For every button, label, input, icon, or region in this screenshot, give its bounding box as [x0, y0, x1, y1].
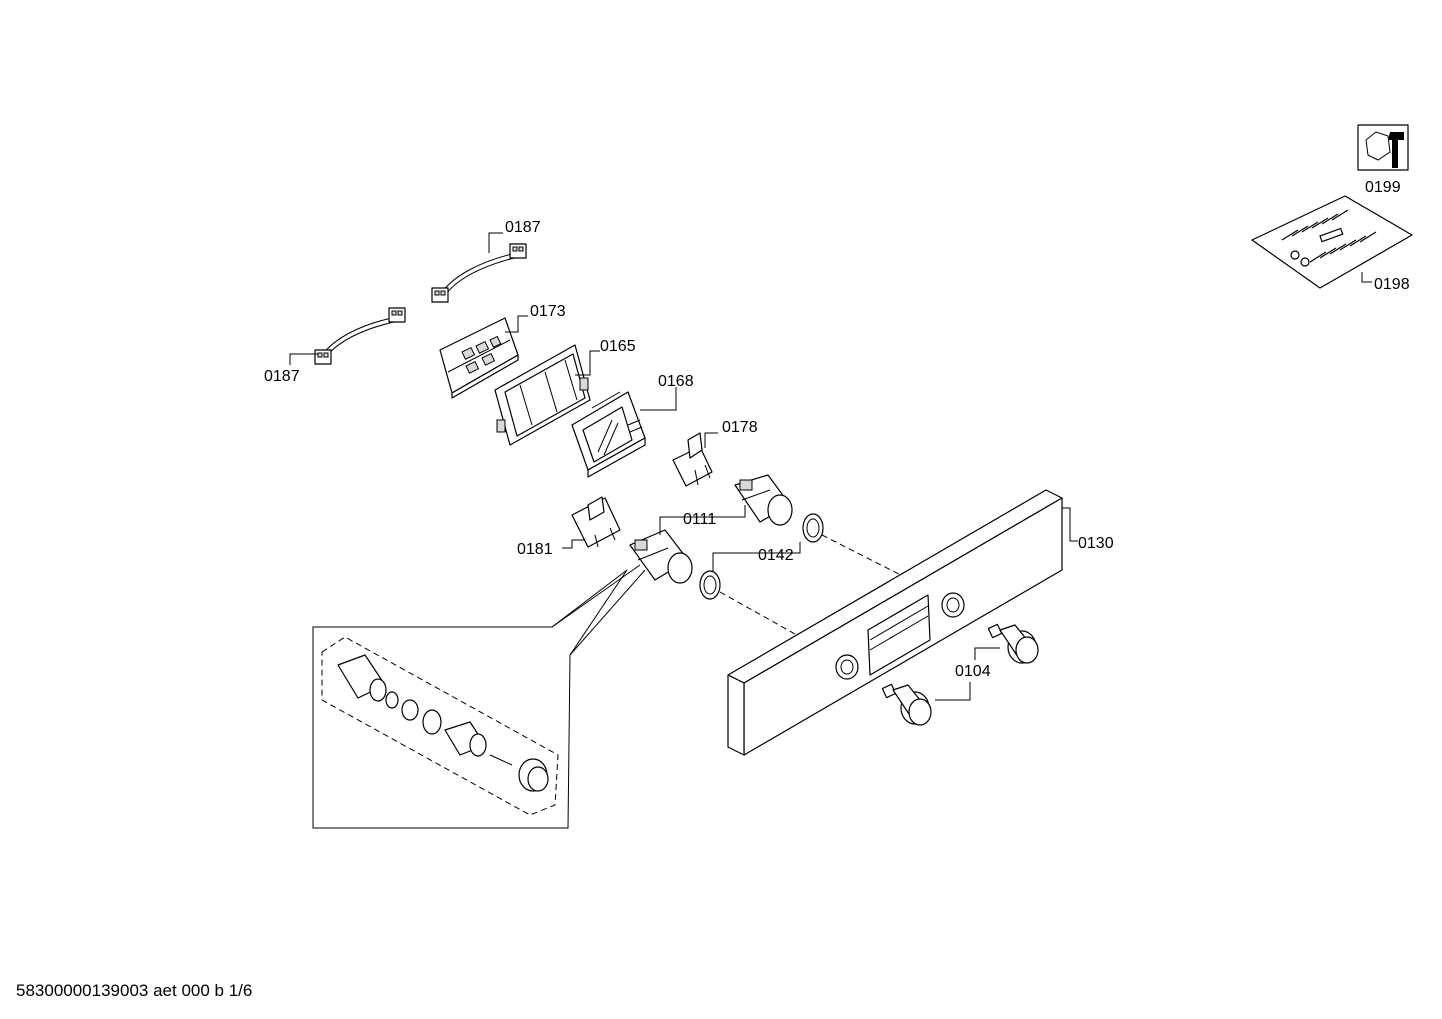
selector-switch-upper[interactable]	[734, 474, 793, 526]
leader-0168	[640, 387, 677, 411]
leader-0165	[575, 350, 600, 376]
leader-0104-lower	[935, 682, 971, 701]
bezel-ring-upper[interactable]	[802, 513, 824, 543]
screw-kit-bag[interactable]	[1251, 195, 1413, 289]
wire-harness-upper[interactable]	[431, 243, 527, 303]
control-board[interactable]	[439, 317, 519, 399]
axis-line-lower	[719, 591, 846, 663]
mounting-frame[interactable]	[494, 344, 591, 446]
leader-0181	[562, 539, 585, 549]
control-panel-fascia[interactable]	[727, 489, 1063, 756]
callout-0198: 0198	[1374, 276, 1410, 293]
leader-0173	[505, 315, 528, 333]
callout-0104: 0104	[955, 663, 991, 680]
leader-0187-upper	[488, 232, 503, 253]
wire-harness-lower[interactable]	[314, 307, 406, 365]
switch-detail-inset	[312, 564, 646, 829]
leader-0187-lower	[289, 353, 318, 365]
display-module[interactable]	[571, 391, 646, 478]
callout-0178: 0178	[722, 419, 758, 436]
axis-line-upper	[821, 534, 951, 601]
leader-0111	[659, 505, 746, 535]
control-knob-right[interactable]	[987, 623, 1039, 664]
document-footer-code: 58300000139003 aet 000 b 1/6	[16, 981, 253, 1000]
callout-0111: 0111	[683, 511, 716, 528]
selector-switch-lower[interactable]	[629, 529, 693, 584]
callout-0168: 0168	[658, 373, 694, 390]
leader-0104-upper	[974, 647, 1000, 660]
leader-0142	[712, 542, 801, 572]
leader-0130	[1062, 507, 1078, 542]
callout-0173: 0173	[530, 303, 566, 320]
callout-0142: 0142	[758, 547, 794, 564]
callout-0187-lower: 0187	[264, 368, 300, 385]
leader-0198	[1361, 272, 1372, 283]
switch-bracket-lower[interactable]	[571, 496, 621, 548]
callout-0165: 0165	[600, 338, 636, 355]
bezel-ring-lower[interactable]	[699, 570, 721, 600]
callout-0181: 0181	[517, 541, 553, 558]
detail-exploded-parts[interactable]	[337, 654, 549, 792]
wrench-tool-icon[interactable]	[1357, 124, 1409, 171]
switch-bracket-upper[interactable]	[672, 432, 713, 487]
callout-0187-upper: 0187	[505, 219, 541, 236]
control-knob-left[interactable]	[881, 683, 932, 726]
callout-0199: 0199	[1365, 179, 1401, 196]
callout-0130: 0130	[1078, 535, 1114, 552]
leader-0178	[704, 432, 718, 448]
